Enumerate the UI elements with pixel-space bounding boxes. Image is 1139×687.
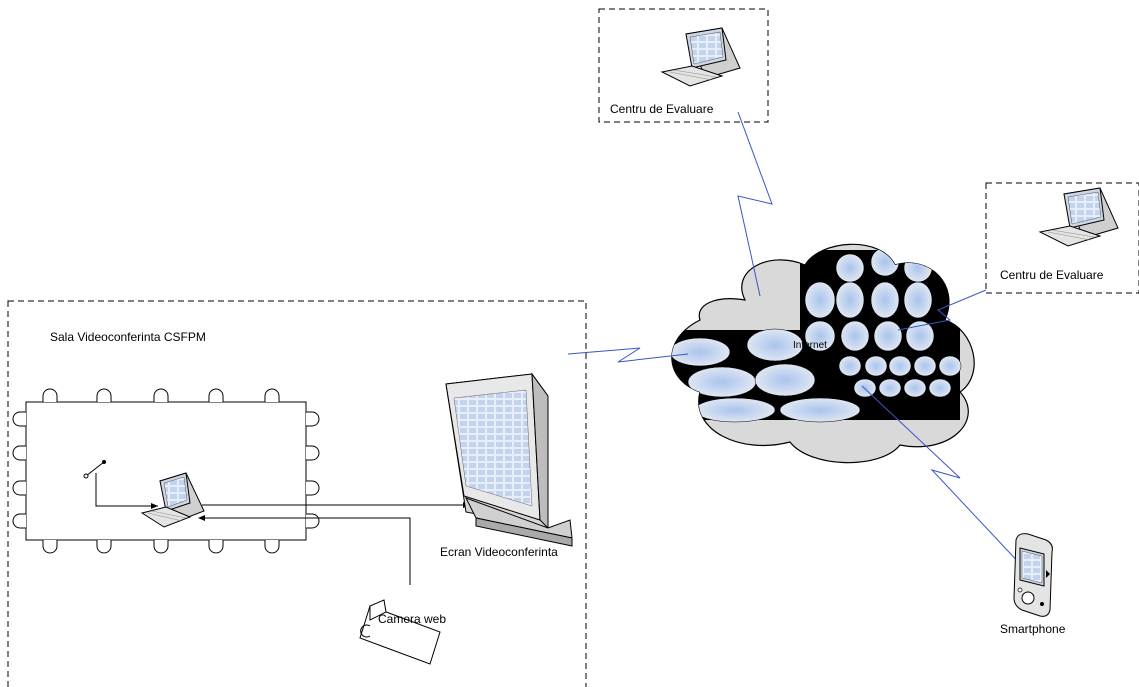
wireless-links	[567, 111, 1023, 567]
link-right-eval-internet	[897, 289, 987, 331]
smartphone-label: Smartphone	[1000, 622, 1066, 636]
conference-table	[12, 388, 320, 554]
eval-center-top-border	[598, 8, 769, 123]
link-internet-phone	[861, 385, 1023, 567]
eval-laptop-top-icon	[660, 27, 741, 87]
smartphone-icon	[1013, 533, 1053, 617]
internet-label: Internet	[793, 340, 827, 351]
arrow-mic-laptop	[151, 503, 158, 509]
eval-laptop-right-icon	[1038, 187, 1119, 247]
link-room-internet	[567, 347, 689, 363]
microphone-icon	[83, 460, 106, 479]
room-laptop-icon	[140, 472, 205, 528]
link-top-eval-internet	[737, 111, 773, 297]
room-title: Sala Videoconferinta CSFPM	[50, 330, 206, 344]
camera-label: Camera web	[378, 612, 447, 626]
internet-cloud	[671, 243, 975, 464]
room-connections	[95, 473, 468, 585]
webcam-icon	[359, 599, 441, 665]
video-screen-icon	[445, 372, 573, 547]
arrow-camera-laptop	[198, 515, 205, 521]
eval-center-top-label: Centru de Evaluare	[610, 102, 714, 116]
conference-room-border	[7, 300, 587, 687]
screen-label: Ecran Videoconferinta	[440, 545, 558, 559]
eval-center-right-label: Centru de Evaluare	[1000, 268, 1104, 282]
eval-center-right-border	[985, 182, 1139, 294]
